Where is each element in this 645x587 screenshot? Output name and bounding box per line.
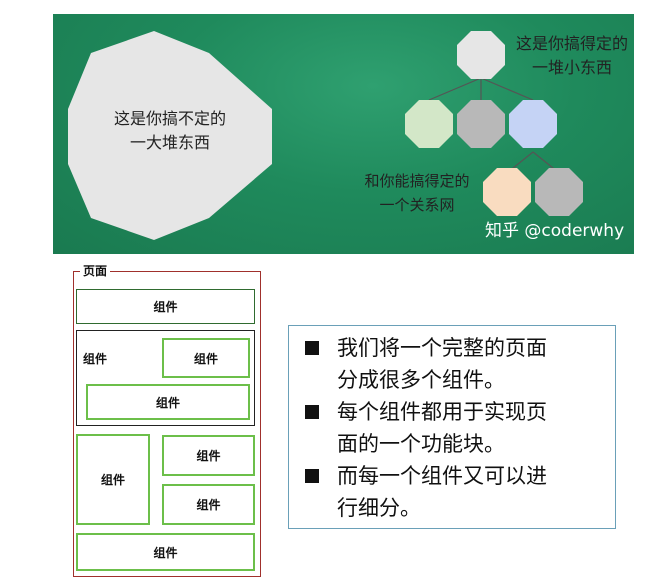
note-text-line: 面的一个功能块。 bbox=[337, 432, 505, 456]
square-bullet-icon bbox=[305, 341, 319, 355]
note-text-line: 分成很多个组件。 bbox=[337, 368, 505, 392]
component-label: 组件 bbox=[100, 473, 125, 487]
notes-box: 我们将一个完整的页面 分成很多个组件。 每个组件都用于实现页 面的一个功能块。 … bbox=[288, 325, 616, 529]
small-things-label: 这是你搞得定的 一堆小东西 bbox=[509, 32, 635, 80]
component-label: 组件 bbox=[153, 300, 178, 314]
small-octagon-top bbox=[457, 31, 505, 79]
relation-net-label-line2: 一个关系网 bbox=[379, 196, 455, 214]
big-octagon-label-line1: 这是你搞不定的 bbox=[113, 109, 226, 128]
component-label: 组件 bbox=[193, 351, 218, 366]
component-nested-2: 组件 bbox=[86, 384, 250, 420]
big-octagon bbox=[68, 31, 272, 240]
note-text-line: 每个组件都用于实现页 bbox=[337, 400, 547, 424]
component-group-label: 组件 bbox=[83, 352, 108, 366]
component-nested-1: 组件 bbox=[162, 338, 250, 378]
note-item: 我们将一个完整的页面 分成很多个组件。 bbox=[301, 332, 605, 396]
note-item: 每个组件都用于实现页 面的一个功能块。 bbox=[301, 396, 605, 460]
component-left-tall: 组件 bbox=[76, 434, 150, 525]
relation-net-label: 和你能搞得定的 一个关系网 bbox=[353, 169, 481, 217]
small-octagon-blue bbox=[509, 100, 557, 148]
note-item: 而每一个组件又可以进 行细分。 bbox=[301, 460, 605, 524]
small-octagon-green bbox=[405, 100, 453, 148]
watermark: 知乎 @coderwhy bbox=[485, 221, 625, 241]
page-label: 页面 bbox=[80, 262, 111, 279]
component-label: 组件 bbox=[153, 545, 178, 560]
component-group: 组件 bbox=[76, 330, 255, 426]
small-octagon-gray bbox=[457, 100, 505, 148]
small-octagon-gray-2 bbox=[535, 168, 583, 216]
component-right-bottom: 组件 bbox=[162, 484, 255, 525]
component-label: 组件 bbox=[155, 395, 180, 410]
big-octagon-label-line2: 一大堆东西 bbox=[129, 133, 210, 152]
component-label: 组件 bbox=[196, 498, 221, 512]
note-text-line: 而每一个组件又可以进 bbox=[337, 464, 547, 488]
note-text-line: 我们将一个完整的页面 bbox=[337, 336, 547, 360]
relation-net-label-line1: 和你能搞得定的 bbox=[364, 172, 470, 190]
small-things-label-line1: 这是你搞得定的 bbox=[515, 34, 628, 53]
page-container bbox=[73, 271, 261, 577]
component-footer: 组件 bbox=[76, 533, 255, 571]
note-text-line: 行细分。 bbox=[337, 496, 421, 520]
banner-graphics bbox=[68, 31, 583, 240]
banner-illustration: 这是你搞不定的 一大堆东西 这是你搞得定的 一堆小东西 和你能搞得定的 一个关系… bbox=[53, 14, 634, 254]
small-octagon-peach bbox=[483, 168, 531, 216]
square-bullet-icon bbox=[305, 405, 319, 419]
square-bullet-icon bbox=[305, 469, 319, 483]
component-header: 组件 bbox=[76, 289, 255, 324]
big-octagon-label: 这是你搞不定的 一大堆东西 bbox=[108, 107, 232, 155]
component-right-top: 组件 bbox=[162, 435, 255, 476]
component-label: 组件 bbox=[196, 449, 221, 463]
small-things-label-line2: 一堆小东西 bbox=[531, 58, 612, 77]
